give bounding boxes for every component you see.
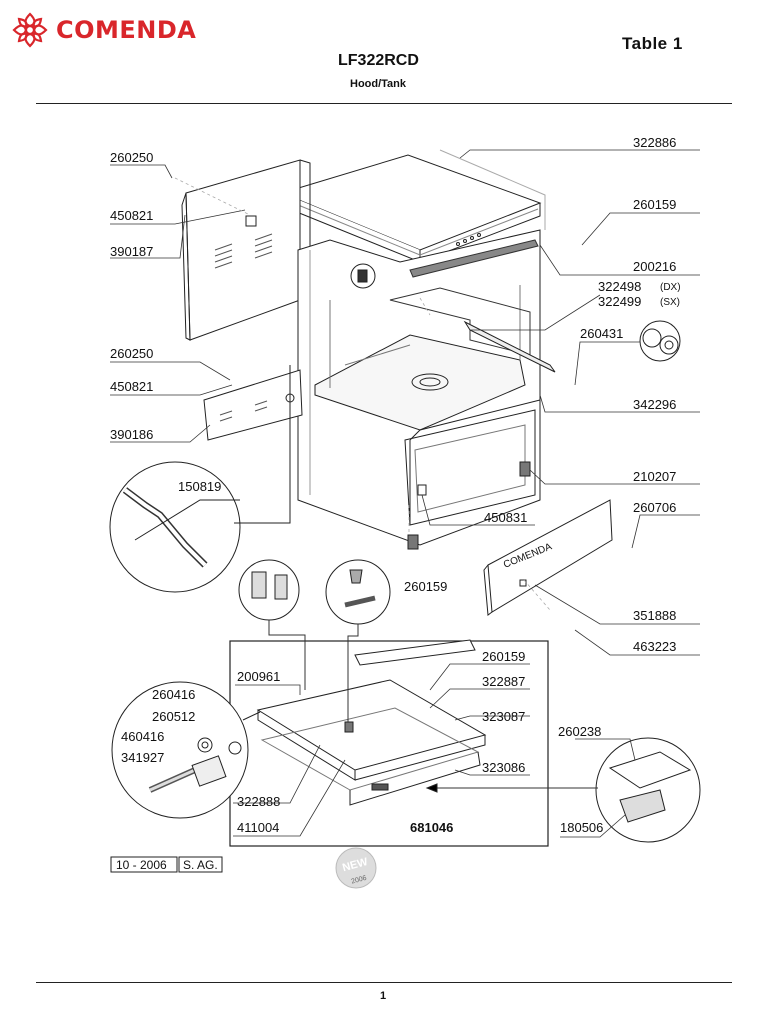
part-label: 390186 [110, 427, 153, 442]
part-label: 341927 [121, 750, 164, 765]
part-label: 323086 [482, 760, 525, 775]
part-label: 150819 [178, 479, 221, 494]
leveling-feet [344, 461, 531, 733]
part-label: 450831 [484, 510, 527, 525]
detail-hinge [111, 681, 249, 819]
part-label: 390187 [110, 244, 153, 259]
part-label: 322886 [633, 135, 676, 150]
detail-clip [238, 559, 300, 621]
part-label: 460416 [121, 729, 164, 744]
machine-body [297, 229, 541, 546]
part-label: 260238 [558, 724, 601, 739]
footer-divider [36, 982, 732, 983]
part-label: 260706 [633, 500, 676, 515]
part-label: 411004 [237, 820, 279, 835]
part-label: 260159 [633, 197, 676, 212]
side-panel-390187 [181, 159, 311, 341]
part-label: 260250 [110, 346, 153, 361]
part-label: 260512 [152, 709, 195, 724]
part-label: 463223 [633, 639, 676, 654]
model-title: LF322RCD [338, 52, 419, 69]
part-label: 450821 [110, 379, 153, 394]
comenda-logo-icon [12, 12, 48, 48]
front-panel-351888 [483, 499, 613, 616]
brand-name: COMENDA [56, 16, 197, 44]
table-label: Table 1 [622, 34, 683, 53]
part-label: 260250 [110, 150, 153, 165]
page-number: 1 [380, 990, 387, 1002]
part-label: 260416 [152, 687, 195, 702]
revision-author: S. AG. [183, 858, 218, 872]
part-side-label: (DX) [660, 282, 681, 293]
part-label: 200961 [237, 669, 280, 684]
hood-top [280, 149, 546, 263]
part-label: 260431 [580, 326, 623, 341]
seal-strip-200216 [409, 239, 539, 278]
section-subtitle: Hood/Tank [350, 78, 407, 90]
kit-label: 681046 [410, 820, 453, 835]
part-label: 260159 [482, 649, 525, 664]
part-label: 450821 [110, 208, 153, 223]
part-label: 323087 [482, 709, 525, 724]
part-side-label: (SX) [660, 297, 680, 308]
part-label: 260159 [404, 579, 447, 594]
part-label: 210207 [633, 469, 676, 484]
header-divider [36, 103, 732, 104]
revision-box: 10 - 2006 S. AG. [110, 856, 223, 873]
new-badge: NEW 2006 [335, 847, 377, 889]
side-panel-390186 [203, 369, 303, 441]
part-label: 342296 [633, 397, 676, 412]
revision-date: 10 - 2006 [116, 858, 167, 872]
guide-rail [463, 320, 556, 373]
part-label: 322499 [598, 294, 641, 309]
badge-year-text: 2006 [351, 875, 368, 886]
part-label: 322498 [598, 279, 641, 294]
part-label: 180506 [560, 820, 603, 835]
base-tray [256, 639, 487, 806]
part-label: 322887 [482, 674, 525, 689]
detail-hose [109, 461, 241, 593]
part-label: 200216 [633, 259, 676, 274]
part-label: 351888 [633, 608, 676, 623]
part-label: 322888 [237, 794, 280, 809]
